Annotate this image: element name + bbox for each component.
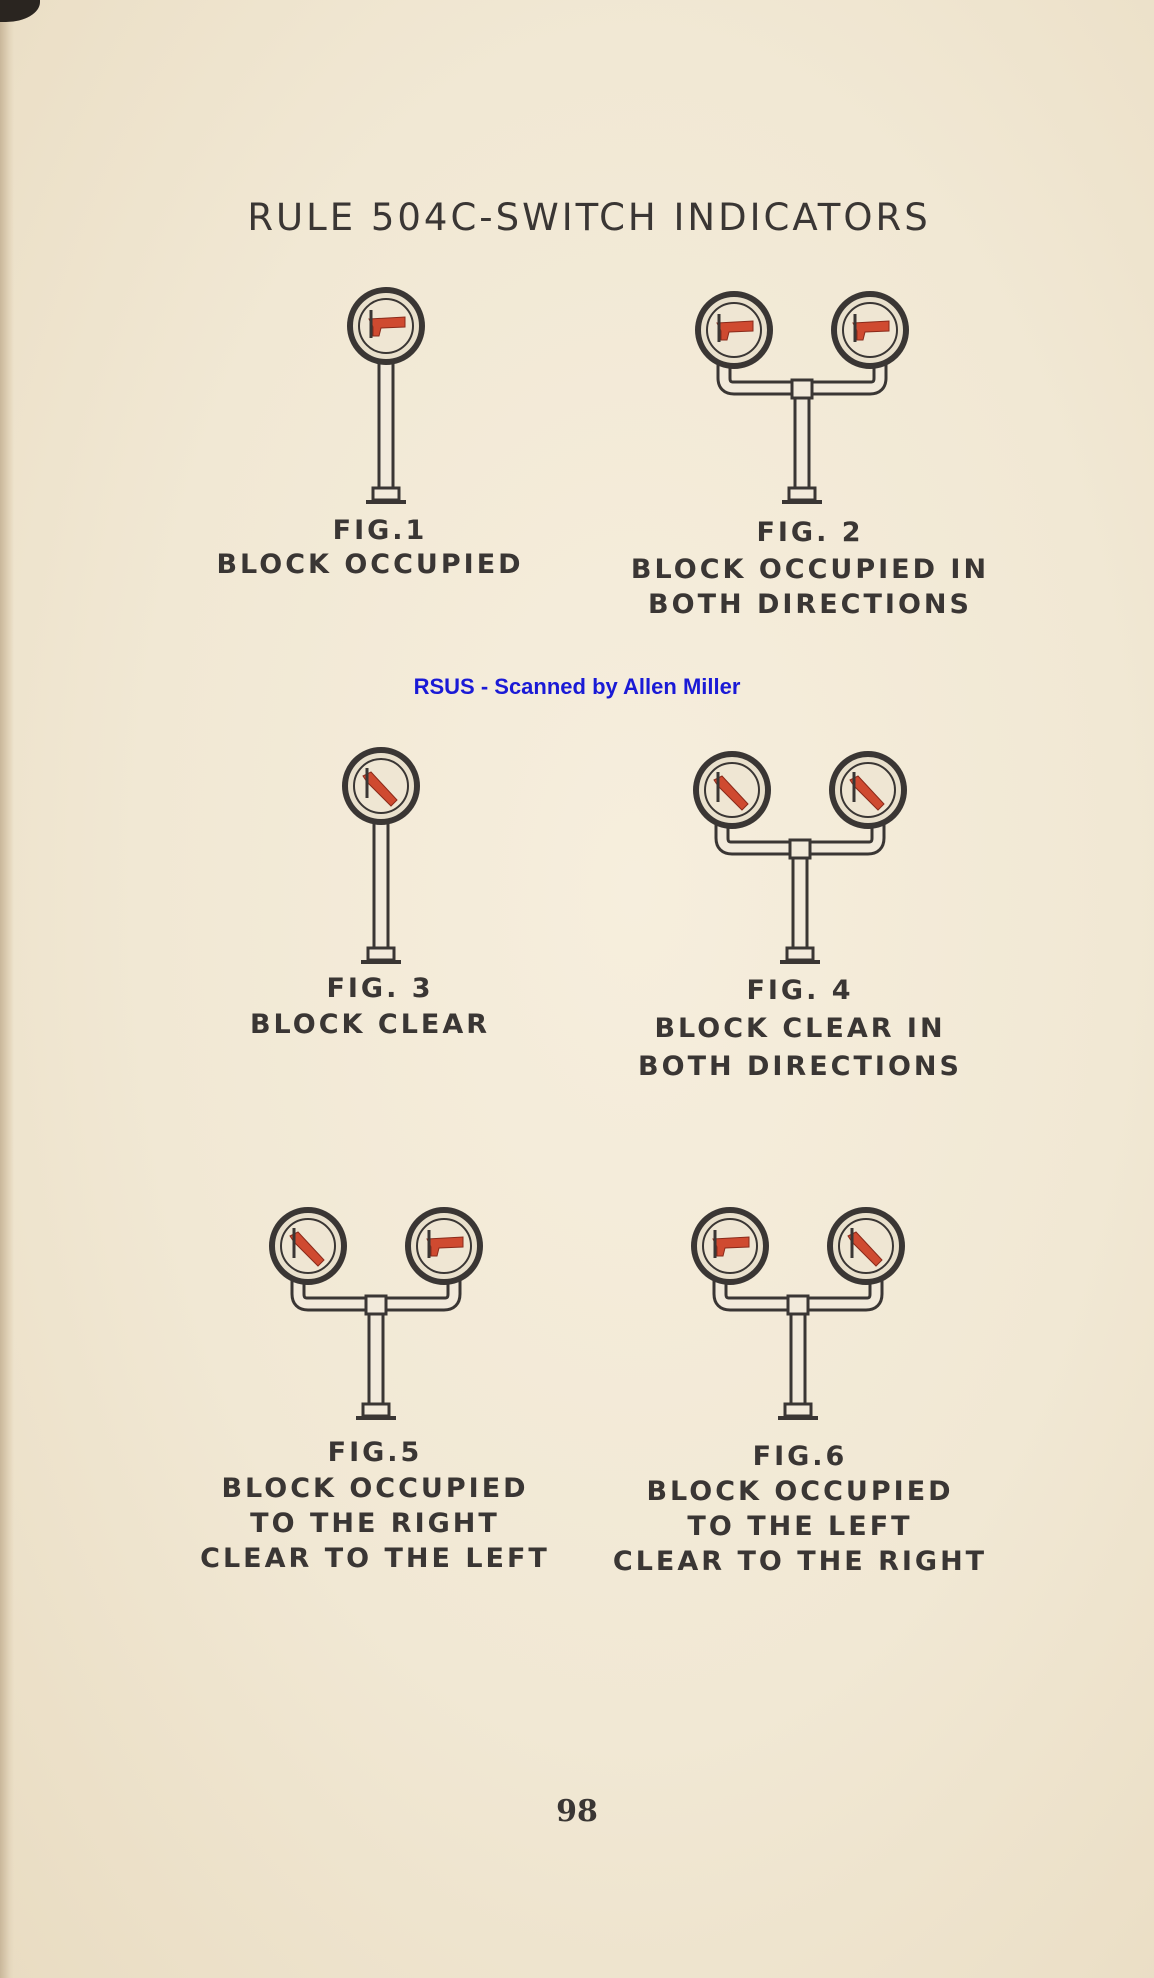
indicator-disc	[405, 1207, 483, 1285]
fig-6-caption-line-1: BLOCK OCCUPIED	[646, 1476, 954, 1507]
horizontal-arm-occupied	[368, 310, 406, 338]
page-corner	[0, 0, 40, 22]
fig-6-caption-line-2: TO THE LEFT	[687, 1511, 913, 1542]
bracket	[290, 1276, 462, 1316]
diagonal-arm-clear	[849, 772, 885, 811]
page-title: RULE 504C-SWITCH INDICATORS	[247, 196, 931, 239]
indicator-disc	[342, 747, 420, 825]
diagonal-arm-clear	[362, 768, 398, 807]
fig-1-caption: BLOCK OCCUPIED	[216, 549, 524, 580]
fig-5-caption-line-2: TO THE RIGHT	[250, 1508, 500, 1539]
switch-indicator-fig-6	[691, 1207, 905, 1420]
indicator-disc	[347, 287, 425, 365]
diagonal-arm-clear	[713, 772, 749, 811]
horizontal-arm-occupied	[852, 314, 890, 342]
indicator-disc	[695, 291, 773, 369]
page-number: 98	[556, 1794, 598, 1829]
indicator-disc	[831, 291, 909, 369]
bracket	[716, 360, 888, 400]
indicator-disc	[269, 1207, 347, 1285]
mast	[780, 856, 820, 964]
switch-indicator-fig-2	[695, 291, 909, 504]
indicator-disc	[691, 1207, 769, 1285]
bracket	[714, 820, 886, 860]
fig-5-label: FIG.5	[327, 1437, 423, 1468]
indicator-disc	[829, 751, 907, 829]
fig-1-label: FIG.1	[332, 515, 428, 546]
mast	[356, 1312, 396, 1420]
indicator-disc	[827, 1207, 905, 1285]
switch-indicator-fig-4	[693, 751, 907, 964]
fig-2-caption-line-1: BLOCK OCCUPIED IN	[630, 554, 990, 585]
fig-2-label: FIG. 2	[756, 517, 864, 548]
diagonal-arm-clear	[847, 1228, 883, 1267]
page-edge	[0, 0, 14, 1978]
horizontal-arm-occupied	[426, 1230, 464, 1258]
horizontal-arm-occupied	[712, 1230, 750, 1258]
fig-4-caption-line-1: BLOCK CLEAR IN	[654, 1013, 946, 1044]
fig-6-caption-line-3: CLEAR TO THE RIGHT	[612, 1546, 988, 1577]
fig-5-caption-line-1: BLOCK OCCUPIED	[221, 1473, 529, 1504]
scan-credit: RSUS - Scanned by Allen Miller	[413, 674, 741, 699]
mast	[366, 360, 406, 504]
fig-2-caption-line-2: BOTH DIRECTIONS	[648, 589, 972, 620]
indicator-disc	[693, 751, 771, 829]
fig-5-caption-line-3: CLEAR TO THE LEFT	[200, 1543, 550, 1574]
fig-6-label: FIG.6	[752, 1441, 848, 1472]
fig-3-label: FIG. 3	[326, 973, 434, 1004]
switch-indicator-fig-3	[342, 747, 420, 964]
mast	[782, 396, 822, 504]
fig-4-label: FIG. 4	[746, 975, 854, 1006]
diagonal-arm-clear	[289, 1228, 325, 1267]
mast	[361, 820, 401, 964]
horizontal-arm-occupied	[716, 314, 754, 342]
fig-3-caption: BLOCK CLEAR	[249, 1009, 491, 1040]
switch-indicator-fig-5	[269, 1207, 483, 1420]
switch-indicator-fig-1	[347, 287, 425, 504]
fig-4-caption-line-2: BOTH DIRECTIONS	[638, 1051, 962, 1082]
mast	[778, 1312, 818, 1420]
